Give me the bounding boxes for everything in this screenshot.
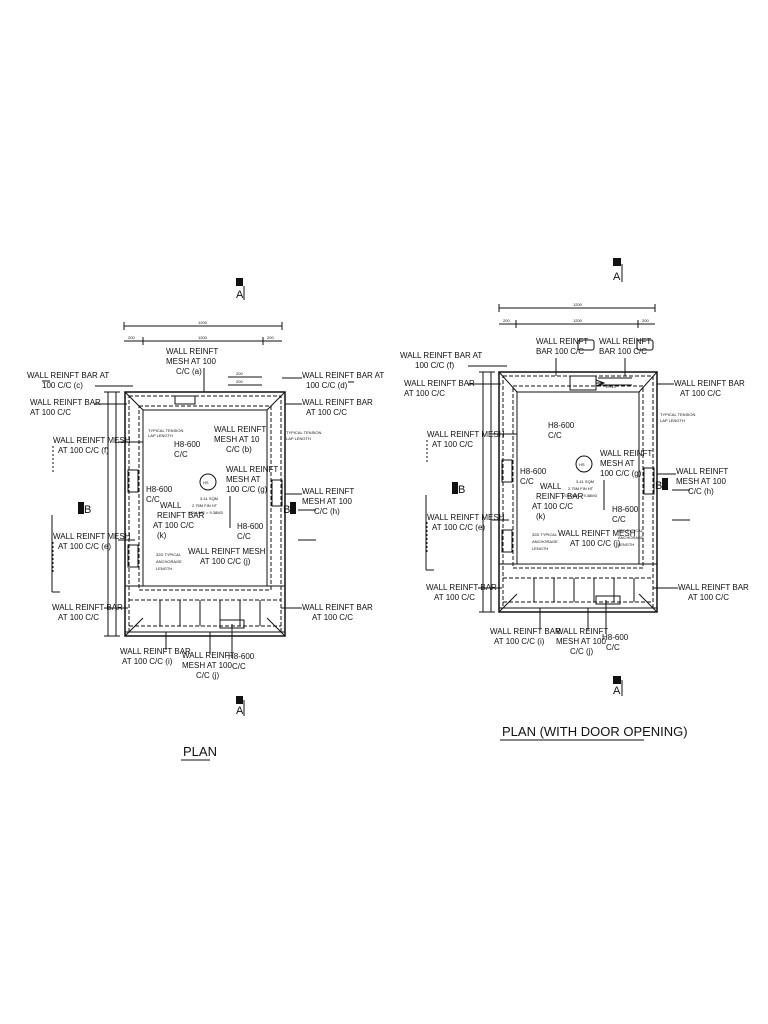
section-label: B — [655, 480, 662, 492]
note-h8-right: H8-600 C/C — [612, 505, 640, 524]
plan-title: PLAN (WITH DOOR OPENING) — [502, 724, 688, 739]
note-tension-right: TYPICAL TENSION LAP LENGTH — [660, 412, 696, 423]
note-wall-bar-k: WALL REINFT BAR AT 100 C/C (k) — [153, 501, 207, 540]
note-wall-bar-i: WALL REINFT BAR AT 100 C/C (i) — [120, 647, 193, 666]
note-h8-top: H8-600 C/C — [548, 421, 576, 440]
dimension-value: 200 — [267, 335, 274, 340]
dimension-top: 1200 200 1200 200 — [498, 302, 656, 386]
wall-outline — [498, 371, 658, 613]
dimension-value: 200 — [128, 335, 135, 340]
section-marker-b-left: B — [425, 482, 465, 571]
section-label: A — [236, 289, 244, 301]
note-wall-mesh-b: WALL REINFT MESH AT 10 C/C (b) — [214, 425, 268, 454]
dimension-value: 200 — [503, 318, 510, 323]
note-h8-left: H8-600 C/C — [146, 485, 174, 504]
note-wall-mesh-top: WALL REINFT BAR 100 C/C — [536, 337, 590, 356]
dimension-left — [104, 391, 120, 637]
plan-right: A 1200 200 1200 200 — [400, 258, 751, 741]
dimension-value: 1200 — [573, 318, 583, 323]
section-marker-a-bottom: A — [613, 676, 623, 697]
note-wall-mesh-a: WALL REINFT MESH AT 100 C/C (a) — [166, 347, 220, 376]
note-wall-bar-a: WALL REINFT BAR AT 100 C/C — [404, 379, 477, 398]
room-height: 2.75M FIN HT — [192, 503, 218, 508]
note-wall-mesh-h: WALL REINFT MESH AT 100 C/C (h) — [302, 487, 356, 516]
section-label: A — [236, 705, 244, 717]
note-tension-right: TYPICAL TENSION LAP LENGTH — [286, 430, 322, 441]
note-wall-mesh-h: WALL REINFT MESH AT 100 C/C (h) — [676, 467, 730, 496]
note-wall-mesh-left: WALL REINFT MESH AT 100 C/C — [427, 430, 507, 449]
note-wall-mesh-j: WALL REINFT MESH AT 100 C/C (j) — [558, 529, 638, 548]
note-h8-bottom: H8-600 C/C — [602, 633, 630, 652]
note-wall-mesh-bottom: WALL REINFT MESH AT 100 C/C (j) — [556, 627, 610, 656]
note-h8-bottom: H8-600 C/C — [228, 652, 256, 671]
note-wall-bar-k: WALL REINFT BAR AT 100 C/C (k) — [532, 482, 586, 521]
section-label: A — [613, 685, 621, 697]
note-anchorage: 32D TYPICAL ANCHORAGE LENGTH — [156, 552, 183, 571]
note-wall-mesh-e: WALL REINFT MESH AT 100 C/C (e) — [427, 513, 507, 532]
note-wall-bar-bottom-left: WALL REINFT BAR AT 100 C/C — [426, 583, 499, 602]
section-marker-a-top: A — [613, 258, 623, 283]
section-marker-b-left: B — [51, 502, 91, 593]
note-h8-top: H8-600 C/C — [174, 440, 202, 459]
dimension-left — [479, 371, 495, 613]
note-wall-bar-f: WALL REINFT BAR AT 100 C/C (f) — [400, 351, 484, 370]
note-tension-top: TYPICAL TENSION LAP LENGTH — [148, 428, 184, 438]
note-wall-mesh-g: WALL REINFT MESH AT 100 C/C (g) — [600, 449, 654, 478]
note-h8-left: H8-600 C/C — [520, 467, 548, 486]
section-marker-b-right: B — [283, 502, 316, 541]
note-wall-bar-bottom-right: WALL REINFT BAR AT 100 C/C — [302, 603, 375, 622]
note-wall-mesh-bottom: WALL REINFT MESH AT 100 C/C (j) — [182, 651, 236, 680]
room-volume: VOLUME = 9.38M3 — [562, 493, 598, 498]
section-marker-b-right: B — [655, 478, 690, 521]
note-wall-bar-a: WALL REINFT BAR AT 100 C/C — [30, 398, 103, 417]
section-label: B — [458, 484, 465, 496]
note-wall-bar-bottom-left: WALL REINFT BAR AT 100 C/C — [52, 603, 125, 622]
dimension-value: 200 — [236, 379, 243, 384]
section-marker-a-top: A — [236, 278, 245, 301]
plan-title: PLAN — [183, 744, 217, 759]
plan-left: A 1200 200 1200 200 200 200 — [27, 278, 386, 761]
note-wall-bar-i: WALL REINFT BAR AT 100 C/C (i) — [490, 627, 563, 646]
dimension-top: 1200 200 1200 200 200 200 — [123, 320, 283, 386]
dimension-value: 200 — [236, 371, 243, 376]
room-volume: VOLUME = 9.38M3 — [188, 510, 224, 515]
note-wall-bar-d: WALL REINFT BAR AT 100 C/C (d) — [302, 371, 386, 390]
dimension-value: 1200 — [198, 335, 208, 340]
note-h8-right: H8-600 C/C — [237, 522, 265, 541]
note-wall-bar-top-right-2: WALL REINFT BAR AT 100 C/C — [674, 379, 747, 398]
room-area: 3.41 SQM — [200, 496, 218, 501]
section-label: B — [84, 504, 91, 516]
note-wall-mesh-j: WALL REINFT MESH AT 100 C/C (j) — [188, 547, 268, 566]
note-wall-bar-top-right: WALL REINFT BAR AT 100 C/C — [302, 398, 375, 417]
note-anchorage: 32D TYPICAL ANCHORAGE LENGTH — [532, 532, 559, 551]
dimension-value: 200 — [642, 318, 649, 323]
note-wall-bar-c: WALL REINFT BAR AT 100 C/C (c) — [27, 371, 111, 390]
room-tag-label: HS — [203, 480, 209, 485]
room-height: 2.75M FIN HT — [568, 486, 594, 491]
note-wall-mesh-f: WALL REINFT MESH AT 100 C/C (f) — [53, 436, 133, 455]
wall-outline — [124, 391, 286, 637]
door-tag: 2H13 — [606, 384, 616, 389]
dimension-value: 1200 — [573, 302, 583, 307]
note-wall-bar-bottom-right: WALL REINFT BAR AT 100 C/C — [678, 583, 751, 602]
room-tag: HS 3.41 SQM 2.75M FIN HT VOLUME = 9.38M3 — [562, 455, 598, 498]
note-wall-mesh-g: WALL REINFT MESH AT 100 C/C (g) — [226, 465, 280, 494]
section-marker-a-bottom: A — [236, 696, 245, 717]
note-anchorage-right: 32D TYPICAL ANCHORAGE LENGTH — [618, 528, 645, 547]
room-tag-label: HS — [579, 462, 585, 467]
room-tag: HS 3.41 SQM 2.75M FIN HT VOLUME = 9.38M3 — [188, 473, 224, 515]
section-label: B — [283, 504, 290, 516]
section-label: A — [613, 271, 621, 283]
note-wall-mesh-e: WALL REINFT MESH AT 100 C/C (e) — [53, 532, 133, 551]
dimension-value: 1200 — [198, 320, 208, 325]
note-wall-bar-top-right: WALL REINFT BAR 100 C/C — [599, 337, 653, 356]
room-area: 3.41 SQM — [576, 479, 594, 484]
